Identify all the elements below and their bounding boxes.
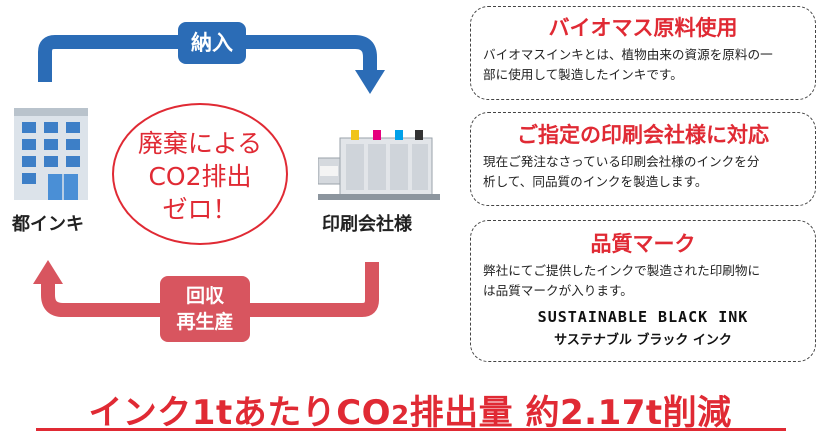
headline-underline (36, 428, 786, 431)
feature-desc-line2: 析して、同品質のインクを製造します。 (483, 174, 708, 189)
recycle-arrowhead (33, 260, 63, 284)
headline-subscript: 2 (391, 401, 410, 431)
feature-desc-line1: 現在ご発注なさっている印刷会社様のインクを分 (483, 154, 760, 169)
feature-biomass: バイオマス原料使用 バイオマスインキとは、植物由来の資源を原料の一 部に使用して… (470, 6, 816, 100)
quality-mark-caption: サステナブル ブラック インク (554, 333, 732, 348)
headline-part3: t削減 (645, 393, 732, 433)
headline-part2: 排出量 約 (409, 393, 561, 433)
feature-title: 品質マーク (590, 232, 696, 256)
feature-desc-line2: 部に使用して製造したインキです。 (483, 67, 683, 82)
building-label: 都インキ (12, 214, 84, 235)
center-line1: 廃棄による (137, 129, 263, 158)
feature-title: バイオマス原料使用 (548, 16, 738, 40)
building-icon (14, 108, 88, 200)
feature-desc-line1: 弊社にてご提供したインクで製造された印刷物に (483, 263, 761, 278)
headline-part1: インク1tあたりCO (88, 393, 392, 433)
center-line2: CO2排出 (148, 162, 252, 191)
center-line3: ゼロ！ (162, 195, 238, 224)
quality-mark-logo: SUSTAINABLE BLACK INK (537, 308, 749, 326)
zero-emission-circle: 廃棄による CO2排出 ゼロ！ (112, 103, 288, 245)
printer-label: 印刷会社様 (322, 214, 412, 235)
recycle-label-line1: 回収 (185, 285, 224, 307)
recycle-label-line2: 再生産 (176, 311, 234, 333)
printing-press-icon (318, 130, 440, 200)
feature-custom: ご指定の印刷会社様に対応 現在ご発注なさっている印刷会社様のインクを分 析して、… (470, 112, 816, 206)
headline: インク1tあたりCO2排出量 約2.17t削減 (0, 385, 820, 434)
feature-quality-mark: 品質マーク 弊社にてご提供したインクで製造された印刷物に は品質マークが入ります… (470, 220, 816, 362)
delivery-label: 納入 (178, 22, 246, 64)
headline-number: 2.17 (560, 393, 646, 433)
feature-desc-line2: は品質マークが入ります。 (483, 283, 633, 298)
delivery-arrowhead (355, 70, 385, 94)
feature-title: ご指定の印刷会社様に対応 (517, 123, 769, 147)
recycle-label: 回収 再生産 (160, 276, 250, 342)
feature-desc-line1: バイオマスインキとは、植物由来の資源を原料の一 (483, 47, 773, 62)
